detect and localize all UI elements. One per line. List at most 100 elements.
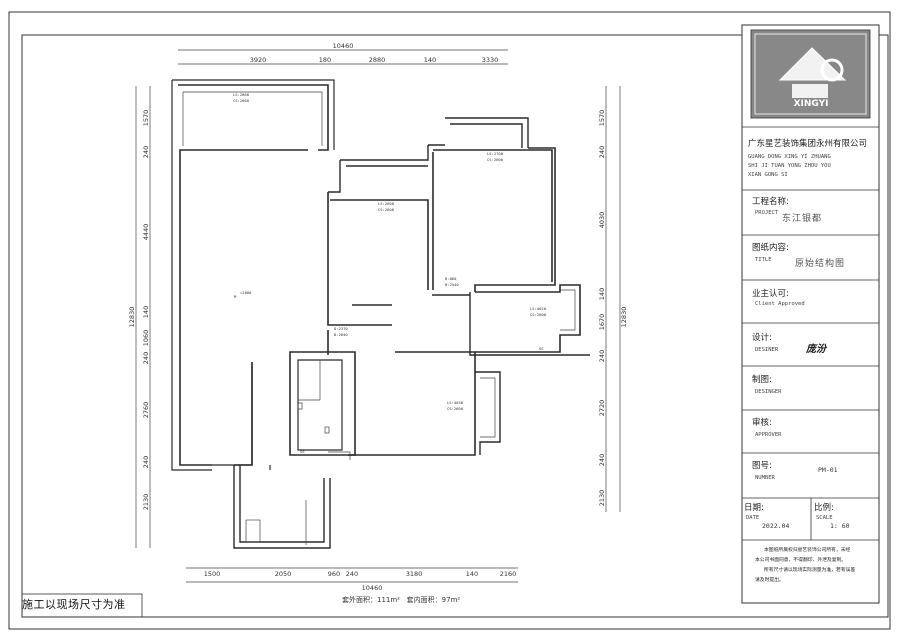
top-dim-1: 3920 [250, 56, 267, 64]
client-label-cn: 业主认可: [752, 288, 789, 299]
review-label-cn: 审核: [752, 417, 772, 428]
room-r8-line1: LS:4030 [447, 400, 464, 405]
room-r6-line1: LS:4020 [530, 306, 547, 311]
client-label-en: Client Approved [755, 301, 805, 307]
top-dim-3: 2880 [369, 56, 386, 64]
room-r4-line2: CS:2600 [487, 157, 504, 162]
left-dim-7: 2760 [142, 402, 150, 419]
design-label-cn: 设计: [752, 332, 772, 343]
company-name-en-3: XIAN GONG SI [748, 172, 788, 178]
right-total-dim: 12830 [620, 307, 628, 328]
project-label-cn: 工程名称: [752, 196, 789, 207]
right-dim-4: 140 [598, 288, 606, 300]
bottom-dim-7: 2160 [500, 570, 517, 578]
room-label-r1: LS:2860 CS:2660 [233, 92, 250, 103]
outer-frame [8, 11, 891, 630]
room-label-r3: LS:2600 CS:2600 [378, 201, 395, 212]
bottom-dim-6: 140 [466, 570, 478, 578]
top-dimensions: 10460 3920 180 2880 140 3330 [178, 42, 508, 65]
room-r8-line2: CS:2600 [447, 406, 464, 411]
scale-label-cn: 比例: [814, 502, 834, 513]
bottom-total-dim: 10460 [362, 584, 383, 592]
date-label-cn: 日期: [744, 503, 764, 513]
design-label-en: DESINER [755, 347, 779, 353]
room-label-r2: =2000 M [234, 290, 252, 299]
top-dim-4: 140 [424, 56, 436, 64]
room-r1-line1: LS:2860 [233, 92, 250, 97]
footer-note-box [21, 593, 143, 618]
area-summary: 套外面积：111m² 套内面积：97m² [342, 596, 461, 604]
company-name-en-1: GUANG DONG XING YI ZHUANG [748, 154, 831, 160]
room-r6-line2: CS:2600 [530, 312, 547, 317]
note-line-2: 本公司书面同意，不得翻印、外泄及复制。 [755, 556, 846, 563]
room-labels: LS:2860 CS:2660 =2000 M LS:2600 CS:2600 … [233, 92, 547, 454]
right-dim-7: 2720 [598, 400, 606, 417]
right-dim-5: 1670 [598, 314, 606, 331]
bottom-dimensions: 1500 2050 960 240 3180 140 2160 10460 [186, 567, 518, 592]
room-r5-line2: B:2540 [445, 282, 459, 287]
scale-value: 1: 60 [830, 522, 850, 530]
right-dim-2: 240 [598, 146, 606, 158]
room-r10-label: GS [300, 449, 305, 454]
room-r2-line1: =2000 [240, 290, 252, 295]
room-label-r8: LS:4030 CS:2600 [447, 400, 464, 411]
room-r3-line1: LS:2600 [378, 201, 395, 206]
logo-text: XINGYI [794, 99, 829, 109]
footer-note: 施工以现场尺寸为准 [22, 598, 126, 611]
top-dim-5: 3330 [482, 56, 499, 64]
room-r2-line2: M [234, 294, 237, 299]
room-r5-line1: B:860 [445, 276, 457, 281]
left-dim-5: 1060 [142, 330, 150, 347]
left-dim-6: 240 [142, 352, 150, 364]
draw-label-en: DESINGER [755, 389, 782, 395]
room-r7-line2: B:2640 [334, 332, 348, 337]
top-total-dim: 10460 [333, 42, 354, 50]
right-dim-3: 4030 [598, 212, 606, 229]
left-dim-4: 140 [142, 306, 150, 318]
room-r7-line1: D:2370 [334, 326, 348, 331]
right-dimensions: 12830 1570 240 4030 140 1670 240 2720 24… [598, 86, 628, 512]
floor-plan [171, 79, 590, 549]
note-line-1: 本图纸所属权归星艺装饰公司所有，未经 [764, 546, 851, 553]
bottom-dim-3: 960 [328, 570, 340, 578]
top-dim-2: 180 [319, 56, 331, 64]
project-label-en: PROJECT [755, 210, 779, 216]
room-r9-label: GS [539, 346, 544, 351]
project-value: 东江银都 [782, 212, 822, 224]
note-line-3: 所有尺寸请以现场实际测量为准，若有误差 [764, 566, 855, 573]
room-r3-line2: CS:2600 [378, 207, 395, 212]
date-value: 2022.04 [762, 522, 789, 530]
room-label-r7: D:2370 B:2640 [334, 326, 348, 337]
bottom-dim-5: 3180 [406, 570, 423, 578]
title-value: 原始结构图 [795, 257, 845, 269]
right-dim-6: 240 [598, 350, 606, 362]
left-dim-9: 2130 [142, 494, 150, 511]
left-dimensions: 12830 1570 240 4440 140 1060 240 2760 24… [128, 86, 151, 548]
room-label-r6: LS:4020 CS:2600 [530, 306, 547, 317]
left-total-dim: 12830 [128, 307, 136, 328]
inner-frame [21, 34, 889, 618]
room-r1-line2: CS:2660 [233, 98, 250, 103]
bottom-dim-2: 2050 [275, 570, 292, 578]
title-label-cn: 图纸内容: [752, 242, 789, 253]
designer-signature: 庞汾 [805, 343, 828, 355]
right-dim-9: 2130 [598, 490, 606, 507]
draw-label-cn: 制图: [752, 374, 772, 385]
room-label-r5: B:860 B:2540 [445, 276, 459, 287]
company-name-cn: 广东星艺装饰集团永州有限公司 [748, 138, 867, 149]
review-label-en: APPROVER [755, 432, 782, 438]
room-label-r4: LS:2700 CS:2600 [487, 151, 504, 162]
bottom-dim-1: 1500 [204, 570, 221, 578]
scale-label-en: SCALE [816, 515, 833, 521]
right-dim-8: 240 [598, 454, 606, 466]
room-r4-line1: LS:2700 [487, 151, 504, 156]
date-label-en: DATE [746, 515, 759, 521]
left-dim-8: 240 [142, 456, 150, 468]
number-value: PM-01 [818, 466, 838, 474]
bottom-dim-4: 240 [346, 570, 358, 578]
left-dim-2: 240 [142, 146, 150, 158]
title-block: XINGYI 广东星艺装饰集团永州有限公司 GUANG DONG XING YI… [741, 24, 880, 604]
company-name-en-2: SHI JI TUAN YONG ZHOU YOU [748, 163, 831, 169]
right-dim-1: 1570 [598, 110, 606, 127]
